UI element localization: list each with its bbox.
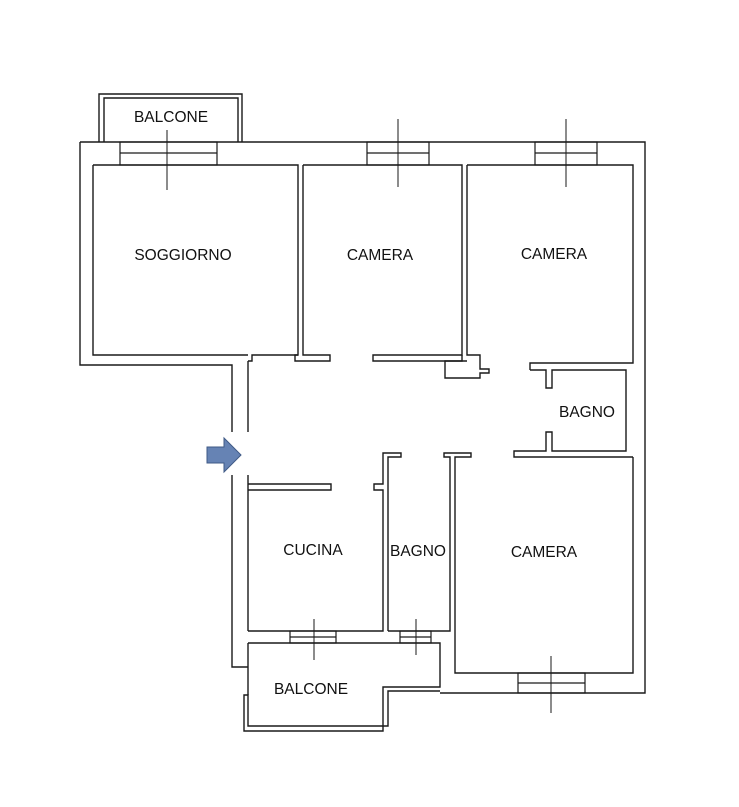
label-balcone-bottom: BALCONE <box>274 681 348 698</box>
cucina-walls <box>248 452 402 632</box>
label-bagno-2: BAGNO <box>390 543 446 560</box>
balcone-top <box>98 93 243 142</box>
bagno-2-walls <box>388 452 634 674</box>
soggiorno-walls <box>92 164 299 362</box>
label-soggiorno: SOGGIORNO <box>134 247 231 264</box>
windows <box>119 141 598 694</box>
balcone-bottom <box>243 642 441 732</box>
label-camera-2: CAMERA <box>521 246 588 263</box>
label-balcone-top: BALCONE <box>134 109 208 126</box>
label-camera-3: CAMERA <box>511 544 578 561</box>
label-bagno-1: BAGNO <box>559 404 615 421</box>
bagno-1-walls <box>513 369 633 458</box>
label-camera-1: CAMERA <box>347 247 414 264</box>
window-ticks <box>166 119 567 713</box>
label-cucina: CUCINA <box>283 542 343 559</box>
camera-2-walls <box>444 164 634 379</box>
camera-1-walls <box>294 164 467 362</box>
arrow-right-icon <box>206 436 242 474</box>
